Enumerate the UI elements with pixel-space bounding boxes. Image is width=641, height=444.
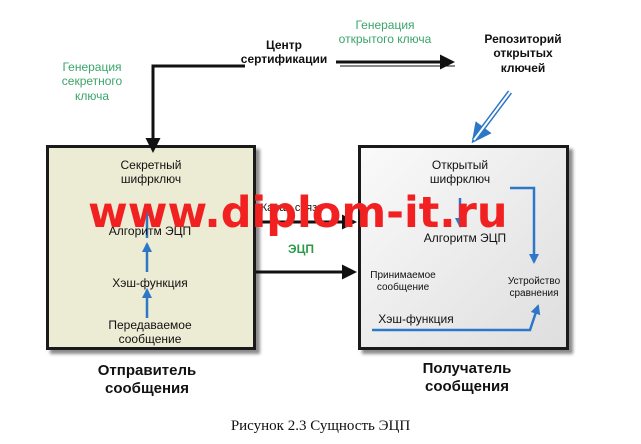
sender-title: Отправитель сообщения: [97, 362, 197, 397]
receiver-compare-device: Устройство сравнения: [507, 276, 561, 299]
receiver-hash-function: Хэш-функция: [378, 312, 454, 326]
receiver-algorithm: Алгоритм ЭЦП: [423, 231, 507, 245]
sender-private-key: Секретный шифрключ: [120, 158, 182, 187]
generate-public-key-label: Генерация открытого ключа: [338, 18, 432, 47]
receiver-public-key: Открытый шифрключ: [429, 158, 491, 187]
channel-label: Канал связи: [260, 202, 324, 214]
generate-private-key-label: Генерация секретного ключа: [61, 60, 123, 103]
sender-algorithm: Алгоритм ЭЦП: [108, 224, 192, 238]
watermark-text: www.diplom-it.ru: [88, 188, 508, 238]
certification-center-label: Центр сертификации: [240, 38, 328, 67]
sender-hash-function: Хэш-функция: [112, 276, 188, 290]
receiver-received-message: Принимаемое сообщение: [370, 270, 436, 293]
receiver-title: Получатель сообщения: [422, 360, 512, 395]
sender-message: Передаваемое сообщение: [108, 318, 192, 347]
figure-caption: Рисунок 2.3 Сущность ЭЦП: [230, 418, 411, 434]
channel-signature-label: ЭЦП: [288, 242, 314, 256]
cert-to-sender-arrow: [145, 64, 245, 153]
public-key-repository-label: Репозиторий открытых ключей: [484, 32, 562, 75]
